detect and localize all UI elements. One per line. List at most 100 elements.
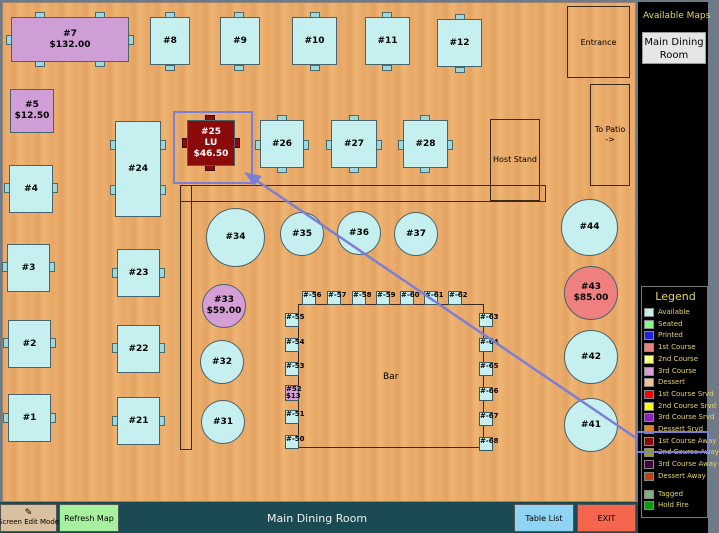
refresh-map-button[interactable]: Refresh Map [59, 504, 119, 532]
legend-swatch [644, 378, 654, 388]
legend-label: 1st Course Srvd [658, 389, 714, 398]
table-31[interactable]: #31 [201, 400, 245, 444]
table-number: #5 [25, 100, 39, 110]
table-4[interactable]: #4 [9, 165, 53, 213]
table-list-button[interactable]: Table List [514, 504, 574, 532]
entrance: Entrance [567, 6, 630, 78]
bar-stool-59[interactable]: #-59 [376, 291, 396, 305]
table-35[interactable]: #35 [280, 212, 324, 256]
table-number: #24 [127, 163, 149, 174]
table-9[interactable]: #9 [220, 17, 260, 65]
table-number: #12 [449, 37, 470, 48]
table-22[interactable]: #22 [117, 325, 160, 373]
bar-stool-56[interactable]: #-56 [302, 291, 322, 305]
bar-stool-64[interactable]: #-64 [479, 338, 499, 352]
bar-stool-65[interactable]: #-65 [479, 362, 499, 376]
table-27[interactable]: #27 [331, 120, 377, 168]
bar-stool-55[interactable]: #-55 [285, 313, 305, 327]
bar-stool-57[interactable]: #-57 [327, 291, 347, 305]
table-number: #35 [291, 228, 313, 239]
legend-swatch [644, 366, 654, 376]
exit-button[interactable]: EXIT [577, 504, 636, 532]
table-1[interactable]: #1 [8, 394, 51, 442]
table-number: #1 [22, 412, 37, 423]
table-42[interactable]: #42 [564, 330, 618, 384]
legend-label: 3rd Course Away [658, 460, 718, 469]
screen-edit-mode-button[interactable]: ✎ Screen Edit Mode [0, 504, 60, 532]
table-number: #34 [225, 232, 246, 242]
room-title: Main Dining Room [266, 511, 368, 525]
bar-stool-68[interactable]: #-68 [479, 437, 499, 451]
table-amount: $46.50 [193, 148, 229, 159]
table-5[interactable]: #5 $12.50 [10, 89, 54, 133]
legend-swatch [644, 331, 654, 341]
table-server-code: LU [204, 137, 218, 148]
table-number: #36 [348, 227, 370, 238]
table-number: #10 [304, 35, 325, 46]
table-12[interactable]: #12 [437, 19, 482, 67]
table-number: #41 [580, 419, 602, 430]
legend-item: 2nd Course [644, 354, 710, 366]
bar-stool-66[interactable]: #-66 [479, 387, 499, 401]
table-7[interactable]: #7 $132.00 [11, 17, 129, 62]
legend-swatch [644, 425, 654, 434]
bar-stool-62[interactable]: #-62 [448, 291, 468, 305]
table-43[interactable]: #43 $85.00 [564, 266, 618, 320]
legend-label: 1st Course Away [658, 436, 717, 445]
table-number: #25 [200, 126, 222, 137]
bar-stool-63[interactable]: #-63 [479, 313, 499, 327]
bar-stool-61[interactable]: #-61 [424, 291, 444, 305]
table-44[interactable]: #44 [561, 199, 618, 256]
bar-stool-50[interactable]: #-50 [285, 435, 305, 449]
legend-label: Hold Fire [658, 501, 689, 510]
legend-label: Available [658, 308, 690, 316]
table-11[interactable]: #11 [365, 17, 410, 65]
bar-stool-67[interactable]: #-67 [479, 412, 499, 426]
bar-stool-53[interactable]: #-53 [285, 362, 305, 376]
bar-stool-52[interactable]: #52 $13 [285, 385, 302, 401]
table-10[interactable]: #10 [292, 17, 337, 65]
legend-item: Printed [644, 330, 710, 342]
bar-stool-54[interactable]: #-54 [285, 338, 305, 352]
table-2[interactable]: #2 [8, 320, 51, 368]
legend-item: Tagged [644, 489, 710, 501]
table-number: #31 [212, 416, 234, 427]
table-25[interactable]: #25 LU $46.50 [187, 120, 235, 166]
patio-door[interactable]: To Patio -> [590, 84, 630, 186]
table-21[interactable]: #21 [117, 397, 160, 445]
table-8[interactable]: #8 [150, 17, 190, 65]
table-number: #8 [163, 35, 177, 46]
legend-label: Printed [658, 331, 683, 340]
table-23[interactable]: #23 [117, 249, 160, 297]
table-36[interactable]: #36 [337, 211, 381, 255]
legend-swatch [644, 501, 654, 511]
partition-wall [180, 185, 546, 202]
table-37[interactable]: #37 [394, 212, 438, 256]
table-24[interactable]: #24 [115, 121, 161, 217]
selection-highlight [173, 111, 253, 184]
bar-label: Bar [383, 372, 399, 382]
pencil-icon: ✎ [24, 508, 33, 518]
bar-stool-60[interactable]: #-60 [400, 291, 420, 305]
bar-stool-51[interactable]: #-51 [285, 410, 305, 424]
table-28[interactable]: #28 [403, 120, 448, 168]
table-34[interactable]: #34 [206, 208, 265, 267]
legend-swatch [644, 448, 654, 458]
map-button-main-dining[interactable]: Main Dining Room [642, 32, 706, 64]
legend-item: Seated [644, 319, 710, 331]
table-number: #37 [405, 228, 427, 239]
table-33[interactable]: #33 $59.00 [202, 284, 246, 328]
legend-item: 1st Course Away [644, 436, 716, 448]
partition-wall [180, 185, 192, 450]
table-3[interactable]: #3 [7, 244, 50, 292]
table-32[interactable]: #32 [200, 340, 244, 384]
legend-item: 1st Course Srvd [644, 389, 714, 401]
legend-swatch [644, 343, 654, 353]
table-number: #33 [213, 295, 235, 305]
table-number: #4 [24, 183, 38, 194]
table-41[interactable]: #41 [564, 398, 618, 452]
table-26[interactable]: #26 [260, 120, 304, 168]
button-label: Screen Edit Mode [0, 518, 60, 526]
bar-stool-58[interactable]: #-58 [352, 291, 372, 305]
